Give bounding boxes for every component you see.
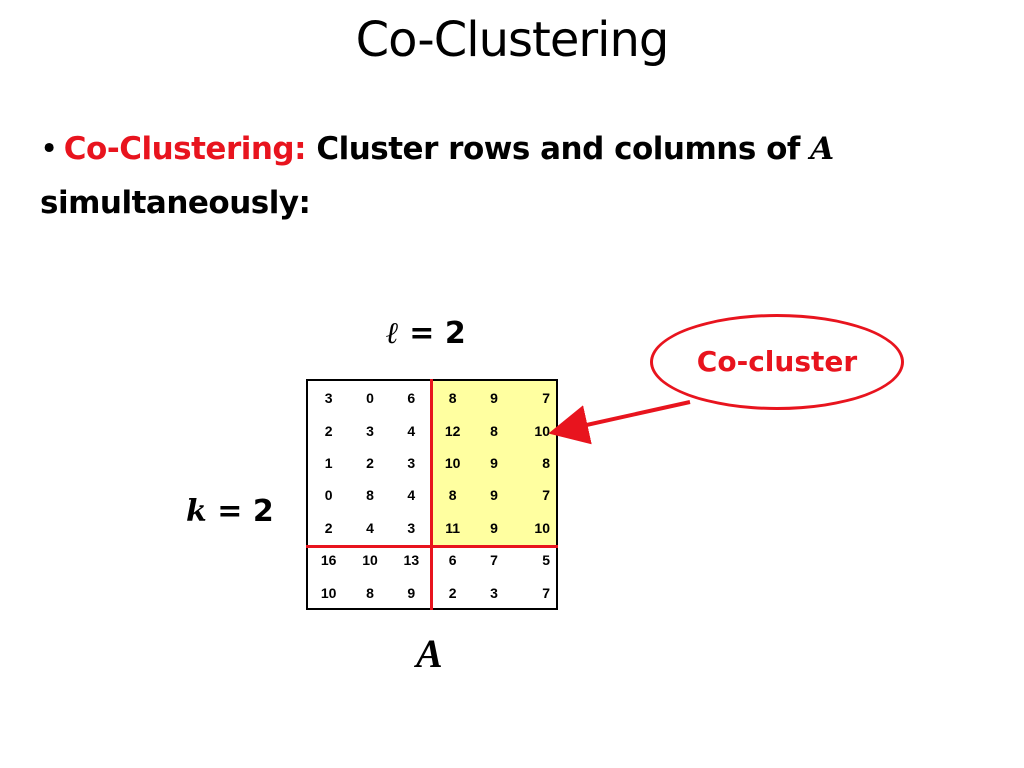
matrix-cell-r1-c4: 8 bbox=[490, 422, 498, 439]
matrix-cell-r6-c4: 3 bbox=[490, 584, 498, 601]
matrix-label: A bbox=[416, 631, 443, 676]
matrix-cell-r3-c2: 4 bbox=[407, 487, 416, 504]
matrix-cell-r0-c2: 6 bbox=[407, 390, 416, 407]
matrix-cell-r5-c3: 6 bbox=[448, 552, 457, 569]
matrix-cell-r6-c2: 9 bbox=[407, 584, 416, 601]
matrix-cell-r0-c5: 7 bbox=[542, 390, 550, 407]
matrix-cell-r2-c2: 3 bbox=[407, 455, 416, 472]
matrix-cell-r5-c2: 13 bbox=[403, 552, 420, 569]
bullet-matrix-var: A bbox=[810, 131, 834, 167]
cocluster-highlight bbox=[432, 381, 556, 547]
bullet-text-continued: simultaneously: bbox=[40, 185, 311, 221]
matrix-cell-r0-c1: 0 bbox=[366, 390, 374, 407]
matrix-cell-r3-c4: 9 bbox=[490, 487, 498, 504]
matrix-cell-r6-c1: 8 bbox=[366, 584, 374, 601]
matrix-cell-r3-c5: 7 bbox=[542, 487, 550, 504]
slide-title: Co-Clustering bbox=[355, 12, 670, 68]
matrix-cell-r6-c0: 10 bbox=[320, 584, 337, 601]
matrix-cell-r4-c0: 2 bbox=[324, 519, 333, 536]
matrix-cell-r4-c5: 10 bbox=[534, 519, 550, 536]
bullet-text: Cluster rows and columns of bbox=[316, 131, 800, 167]
matrix-cell-r1-c5: 10 bbox=[534, 422, 550, 439]
bullet-point: •Co-Clustering: Cluster rows and columns… bbox=[40, 122, 1000, 230]
matrix-cell-r0-c3: 8 bbox=[448, 390, 457, 407]
matrix-cell-r6-c3: 2 bbox=[448, 584, 457, 601]
column-cluster-divider bbox=[430, 379, 433, 610]
row-cluster-divider bbox=[306, 545, 558, 548]
matrix-cell-r0-c4: 9 bbox=[490, 390, 498, 407]
matrix-cell-r2-c5: 8 bbox=[542, 455, 550, 472]
row-cluster-count: k = 2 bbox=[186, 494, 274, 529]
matrix-cell-r3-c3: 8 bbox=[448, 487, 457, 504]
matrix-cell-r1-c1: 3 bbox=[366, 422, 374, 439]
bullet-term: Co-Clustering: bbox=[63, 131, 307, 167]
matrix-cell-r4-c4: 9 bbox=[490, 519, 498, 536]
matrix-cell-r2-c4: 9 bbox=[490, 455, 498, 472]
matrix-cell-r2-c0: 1 bbox=[324, 455, 333, 472]
matrix-cell-r4-c3: 11 bbox=[445, 519, 461, 536]
ell-value: = 2 bbox=[409, 316, 466, 351]
k-symbol: k bbox=[186, 494, 207, 529]
matrix-cell-r1-c3: 12 bbox=[444, 422, 461, 439]
matrix-cell-r0-c0: 3 bbox=[324, 390, 333, 407]
matrix-cell-r1-c2: 4 bbox=[407, 422, 416, 439]
cocluster-callout-label: Co-cluster bbox=[696, 344, 858, 378]
bullet-symbol: • bbox=[40, 131, 58, 167]
matrix-cell-r4-c2: 3 bbox=[407, 519, 416, 536]
matrix-cell-r5-c0: 16 bbox=[320, 552, 337, 569]
matrix-cell-r5-c5: 5 bbox=[542, 552, 550, 569]
matrix-cell-r1-c0: 2 bbox=[324, 422, 333, 439]
ell-symbol: ℓ bbox=[386, 316, 399, 351]
matrix-cell-r3-c0: 0 bbox=[324, 487, 333, 504]
callout-arrow-line bbox=[548, 400, 691, 445]
column-cluster-count: ℓ = 2 bbox=[386, 316, 466, 351]
matrix-cell-r3-c1: 8 bbox=[366, 487, 374, 504]
k-value: = 2 bbox=[217, 494, 274, 529]
matrix-cell-r2-c3: 10 bbox=[444, 455, 461, 472]
cocluster-callout: Co-cluster bbox=[650, 314, 904, 410]
matrix-cell-r5-c4: 7 bbox=[490, 552, 498, 569]
matrix-cell-r6-c5: 7 bbox=[542, 584, 550, 601]
matrix-cell-r5-c1: 10 bbox=[362, 552, 378, 569]
matrix-cell-r4-c1: 4 bbox=[366, 519, 374, 536]
matrix-cell-r2-c1: 2 bbox=[366, 455, 374, 472]
